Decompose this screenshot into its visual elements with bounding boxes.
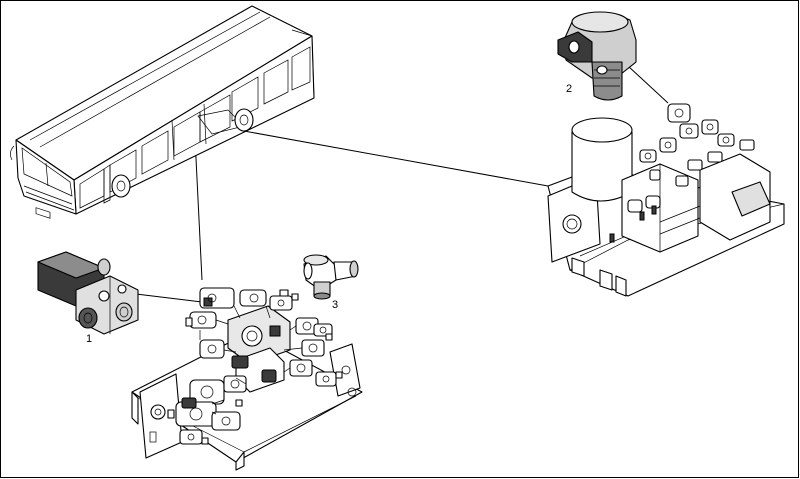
bus-wheel-rear	[234, 108, 254, 132]
callout-labels: 1 2 3	[86, 83, 572, 345]
leader-part2-to-assembly	[627, 65, 669, 104]
right-valve-assembly	[547, 103, 785, 297]
callout-2: 2	[566, 83, 572, 95]
callout-1: 1	[86, 333, 92, 345]
bus-wheel-front	[111, 174, 131, 198]
bus-illustration	[10, 5, 315, 219]
part-2-air-dryer	[557, 11, 637, 101]
leader-bus-to-right-assembly	[243, 130, 549, 187]
part-1-valve	[37, 251, 139, 335]
leader-part1-to-assembly	[135, 293, 203, 303]
bus-front	[15, 139, 77, 215]
part-3-fitting	[303, 254, 359, 300]
callout-3: 3	[332, 299, 338, 311]
left-valve-assembly	[131, 287, 363, 471]
